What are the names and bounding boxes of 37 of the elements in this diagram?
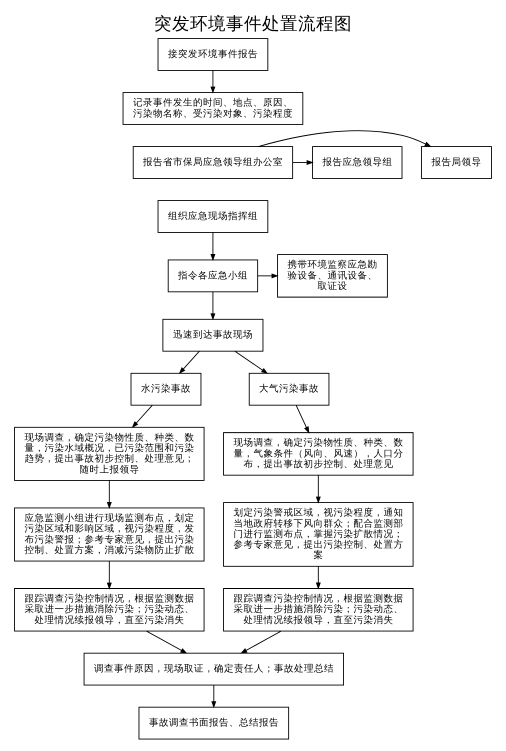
node-box: 划定污染警戒区域，视污染程度，通知当地政府转移下风向群众；配合监测部门进行监测布点，掌握污染扩散情况；参考专家意见，提出污染控制、处置方案: [223, 502, 414, 567]
arrow: [240, 630, 282, 654]
node-box: 应急监测小组进行现场监测布点，划定污染区域和影响区域，视污染程度，发布污染警报；参考专家意见，提出污染控制、处置方案，消减污染物防止扩散: [14, 507, 205, 562]
node-box: 组织应急现场指挥组: [158, 200, 268, 233]
node-box: 事故调查书面报告、总结报告: [138, 706, 290, 740]
arrow: [257, 273, 279, 278]
node-box: 报告应急领导组: [312, 146, 402, 179]
arrow: [132, 404, 153, 428]
arrow: [178, 350, 200, 374]
arrow: [234, 350, 268, 374]
arrow: [316, 566, 321, 590]
node-box: 跟踪调查污染控制情况，根据监测数据采取进一步措施消除污染；污染动态、处理情况续报领导，直至污染消失: [14, 588, 205, 632]
arrow: [210, 70, 216, 94]
arrow: [316, 475, 321, 504]
node-box: 大气污染事故: [248, 372, 330, 406]
node-box: 迅速到达事故现场: [162, 318, 264, 352]
arrow: [292, 160, 314, 165]
arrow: [258, 130, 432, 148]
diagram-title: 突发环境事件处置流程图: [154, 14, 352, 35]
arrow: [296, 404, 310, 434]
arrow: [106, 480, 112, 510]
arrow: [211, 684, 216, 708]
node-box: 携带环境监察应急勘验设备、通讯设备、取证设: [277, 254, 388, 298]
node-box: 调查事件原因，现场取证，确定责任人；事故处理总结: [84, 652, 344, 686]
arrow: [210, 291, 216, 320]
node-box: 现场调查，确定污染物性质、种类、数量，污染水域概况，已污染范围和污染趋势，提出事故初步控制、处理意见；随时上报领导: [14, 426, 205, 481]
arrow: [210, 232, 216, 262]
node-box: 现场调查，确定污染物性质、种类、数量，气象条件（风向、风速），人口分布，提出事故初步控制、处理意见: [223, 432, 414, 476]
arrow: [146, 630, 188, 654]
node-box: 水污染事故: [130, 372, 202, 406]
node-box: 跟踪调查污染控制情况，根据监测数据采取进一步措施消除污染；污染动态、处理情况续报领导，直至污染消失: [223, 588, 414, 632]
node-box: 报告省市保局应急领导组办公室: [132, 146, 294, 179]
node-box: 报告局领导: [421, 146, 492, 179]
node-box: 记录事件发生的时间、地点、原因、污染物名称、受污染对象、污染程度: [122, 92, 304, 125]
node-box: 接突发环境事件报告: [158, 38, 268, 71]
arrow: [106, 560, 112, 590]
node-box: 指令各应急小组: [168, 259, 258, 292]
